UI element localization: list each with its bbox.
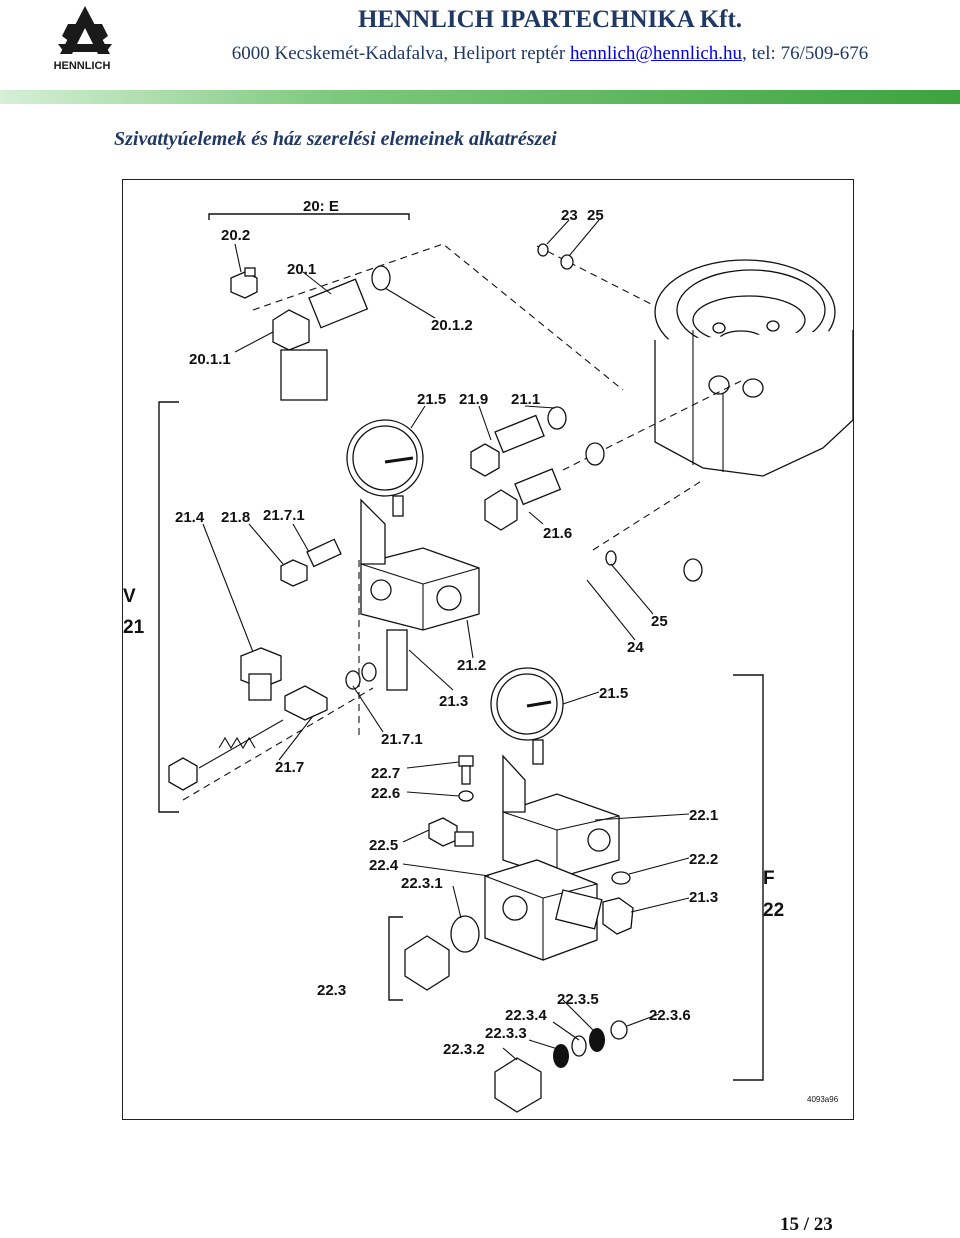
page-number: 15 / 23 bbox=[780, 1214, 833, 1236]
label-21-9: 21.9 bbox=[459, 391, 488, 408]
ring-22-3-1 bbox=[450, 915, 480, 953]
assembly-line-23 bbox=[536, 245, 654, 306]
address-prefix: 6000 Kecskemét-Kadafalva, Heliport repté… bbox=[231, 43, 570, 64]
assembly-line-24 bbox=[592, 479, 704, 551]
ring-22-3-4 bbox=[571, 1035, 587, 1057]
label-20-1-1: 20.1.1 bbox=[189, 351, 231, 368]
gauge-21-5 bbox=[346, 419, 424, 517]
fitting-20-1 bbox=[272, 278, 369, 401]
label-25-top: 25 bbox=[587, 207, 604, 224]
hennlich-logo bbox=[58, 6, 112, 54]
label-21-7-1-top: 21.7.1 bbox=[263, 507, 305, 524]
label-22-3: 22.3 bbox=[317, 982, 346, 999]
logo-text: HENNLICH bbox=[53, 60, 111, 72]
fitting-21-9 bbox=[470, 414, 545, 477]
label-22-3-5: 22.3.5 bbox=[557, 991, 599, 1008]
elbow-21-4 bbox=[240, 647, 282, 701]
company-name: HENNLICH IPARTECHNIKA Kft. bbox=[357, 6, 743, 33]
ring-21-1a bbox=[547, 406, 567, 430]
section-title: Szivattyúelemek és ház szerelési elemein… bbox=[114, 128, 557, 150]
exploded-parts-diagram: 20: E 20.2 20.1 20.1.2 20.1.1 23 25 21.5… bbox=[122, 179, 854, 1120]
drawing-code: 4093a96 bbox=[807, 1095, 839, 1104]
plug-22-3 bbox=[404, 935, 450, 991]
fitting-22-5 bbox=[428, 817, 474, 847]
screw-24 bbox=[683, 558, 703, 582]
email-link[interactable]: hennlich@hennlich.hu bbox=[569, 43, 743, 64]
label-21-3-mid: 21.3 bbox=[439, 693, 468, 710]
housing-block-22-4 bbox=[484, 859, 598, 961]
page-current: 15 bbox=[780, 1214, 799, 1235]
label-21-3-low: 21.3 bbox=[689, 889, 718, 906]
label-22-3-4: 22.3.4 bbox=[505, 1007, 547, 1024]
label-22-3-1: 22.3.1 bbox=[401, 875, 443, 892]
label-22-2: 22.2 bbox=[689, 851, 718, 868]
distributor-block-21-2 bbox=[360, 498, 480, 631]
pump-housing bbox=[654, 259, 854, 477]
seal-22-3-3 bbox=[553, 1044, 569, 1068]
label-20-1: 20.1 bbox=[287, 261, 316, 278]
fitting-21-8 bbox=[280, 538, 342, 587]
bracket-21 bbox=[158, 401, 179, 813]
label-21-5-top: 21.5 bbox=[417, 391, 446, 408]
label-21-5-mid: 21.5 bbox=[599, 685, 628, 702]
assembly-line-21 bbox=[562, 379, 744, 471]
disc-22-3-6 bbox=[610, 1020, 628, 1040]
distributor-block-22-1 bbox=[502, 754, 620, 879]
label-21-7: 21.7 bbox=[275, 759, 304, 776]
label-24: 24 bbox=[627, 639, 644, 656]
label-22-7: 22.7 bbox=[371, 765, 400, 782]
fitting-21-6 bbox=[484, 468, 562, 531]
ring-22-2 bbox=[611, 871, 631, 885]
ring-22-6 bbox=[458, 790, 474, 802]
screw-22-7 bbox=[458, 755, 474, 785]
page-total: 23 bbox=[813, 1214, 833, 1235]
bracket-22-3 bbox=[388, 916, 403, 1001]
label-21-6: 21.6 bbox=[543, 525, 572, 542]
label-20-2: 20.2 bbox=[221, 227, 250, 244]
label-22-3-6: 22.3.6 bbox=[649, 1007, 691, 1024]
label-22-3-3: 22.3.3 bbox=[485, 1025, 527, 1042]
label-23: 23 bbox=[561, 207, 578, 224]
page-separator: / bbox=[799, 1214, 814, 1235]
ring-25b bbox=[605, 550, 617, 566]
label-21-4: 21.4 bbox=[175, 509, 205, 526]
fitting-21-3b bbox=[554, 889, 634, 935]
label-22-4: 22.4 bbox=[369, 857, 399, 874]
plug-20-2-thread bbox=[244, 267, 256, 277]
label-21-7-1-mid: 21.7.1 bbox=[381, 731, 423, 748]
screw-23 bbox=[537, 243, 549, 257]
ring-21-1b bbox=[585, 442, 605, 466]
label-22-1: 22.1 bbox=[689, 807, 718, 824]
assembly-line-21-7 bbox=[182, 687, 374, 801]
label-22: 22 bbox=[763, 900, 784, 921]
company-address: 6000 Kecskemét-Kadafalva, Heliport repté… bbox=[150, 43, 950, 65]
label-20-e: 20: E bbox=[303, 198, 339, 215]
header-green-bar bbox=[0, 90, 960, 104]
valve-21-7 bbox=[168, 662, 377, 791]
label-21: 21 bbox=[123, 617, 145, 638]
label-22-5: 22.5 bbox=[369, 837, 398, 854]
plug-22-3-2 bbox=[494, 1057, 542, 1113]
label-22-6: 22.6 bbox=[371, 785, 400, 802]
label-21-2: 21.2 bbox=[457, 657, 486, 674]
bracket-22 bbox=[733, 674, 764, 1081]
label-f: F bbox=[763, 868, 775, 889]
fitting-21-3 bbox=[386, 629, 408, 691]
address-suffix: , tel: 76/509-676 bbox=[742, 43, 869, 64]
label-v: V bbox=[123, 586, 136, 607]
label-20-1-2: 20.1.2 bbox=[431, 317, 473, 334]
label-21-1: 21.1 bbox=[511, 391, 540, 408]
label-22-3-2: 22.3.2 bbox=[443, 1041, 485, 1058]
bracket-20 bbox=[208, 213, 410, 220]
label-21-8: 21.8 bbox=[221, 509, 250, 526]
ring-25 bbox=[560, 254, 574, 270]
leader-lines bbox=[202, 219, 690, 1061]
ring-20-1-2 bbox=[371, 265, 391, 291]
gauge-21-5b bbox=[490, 667, 564, 765]
label-25-mid: 25 bbox=[651, 613, 668, 630]
seal-22-3-5 bbox=[589, 1028, 605, 1052]
